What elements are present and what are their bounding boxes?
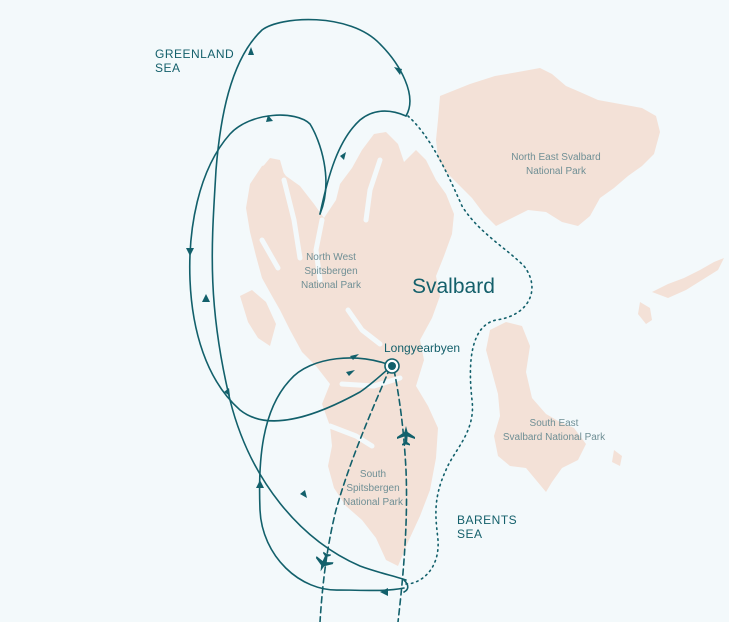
port-marker-icon bbox=[384, 358, 400, 374]
flight-path-west bbox=[319, 367, 391, 622]
route-south-loop bbox=[258, 357, 405, 592]
fjords bbox=[259, 157, 403, 449]
flight-path-east bbox=[393, 369, 408, 622]
spitsbergen-west-coast bbox=[240, 290, 276, 346]
nordaustlandet-island bbox=[436, 68, 660, 226]
airplane-icon bbox=[397, 426, 415, 446]
direction-arrow-icon bbox=[224, 388, 230, 396]
hopen-islet bbox=[612, 450, 622, 466]
park-s-label: Spitsbergen bbox=[346, 483, 399, 494]
route-south-return bbox=[403, 579, 409, 593]
port-label: Longyearbyen bbox=[384, 341, 460, 355]
route-north-arc bbox=[319, 110, 407, 215]
direction-arrow-icon bbox=[380, 588, 388, 596]
direction-arrow-icon bbox=[186, 248, 194, 256]
barents-sea-label: BARENTS bbox=[457, 513, 517, 527]
kong-karls-land-islet bbox=[652, 258, 724, 298]
direction-arrow-icon bbox=[202, 294, 210, 302]
route-east-dotted bbox=[405, 115, 533, 585]
airplane-icon bbox=[315, 551, 334, 572]
direction-arrow-icon bbox=[350, 354, 359, 360]
map-labels: GREENLAND SEA BARENTS SEA Svalbard North… bbox=[155, 47, 606, 541]
route-outer-loop bbox=[211, 18, 411, 581]
park-nw-label: National Park bbox=[301, 280, 362, 291]
spitsbergen-northwest-tip bbox=[260, 158, 284, 186]
direction-arrow-icon bbox=[346, 370, 355, 376]
direction-arrow-icon bbox=[340, 152, 346, 160]
park-s-label: South bbox=[360, 469, 386, 480]
kvitoya-islet bbox=[638, 302, 652, 324]
direction-arrow-icon bbox=[256, 480, 264, 488]
landmasses bbox=[240, 68, 724, 566]
direction-arrow-icon bbox=[394, 67, 402, 75]
cruise-routes bbox=[188, 18, 411, 593]
park-ne-label: North East Svalbard bbox=[511, 152, 601, 163]
park-se-label: South East bbox=[530, 418, 579, 429]
direction-arrow-icon bbox=[266, 115, 273, 122]
route-inner-loop bbox=[188, 114, 393, 422]
greenland-sea-label: SEA bbox=[155, 61, 181, 75]
direction-arrow-icon bbox=[300, 490, 307, 498]
park-nw-label: North West bbox=[306, 252, 356, 263]
direction-arrows bbox=[186, 47, 402, 596]
direction-arrow-icon bbox=[248, 47, 254, 55]
greenland-sea-label: GREENLAND bbox=[155, 47, 234, 61]
flight-paths bbox=[319, 367, 408, 622]
park-nw-label: Spitsbergen bbox=[304, 266, 357, 277]
edgeoya-island bbox=[486, 322, 586, 492]
park-ne-label: National Park bbox=[526, 166, 587, 177]
barents-sea-label: SEA bbox=[457, 527, 483, 541]
park-s-label: National Park bbox=[343, 497, 404, 508]
region-title: Svalbard bbox=[412, 275, 495, 298]
park-se-label: Svalbard National Park bbox=[503, 432, 606, 443]
dotted-route bbox=[405, 115, 533, 585]
